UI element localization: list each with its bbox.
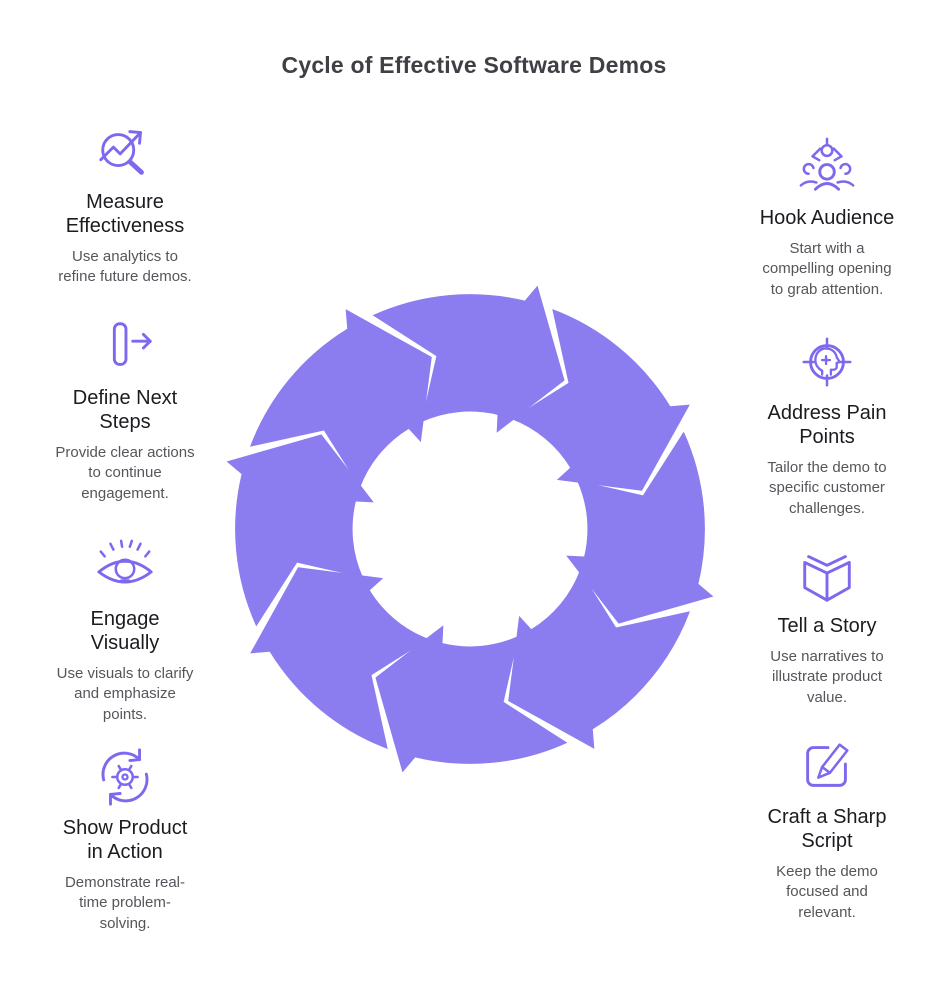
step-title: Show Product in Action <box>62 817 188 863</box>
cycle-arrow-segment <box>508 570 691 749</box>
step-title: Address Pain Points <box>767 402 887 448</box>
step-define-next-steps: Define Next Steps Provide clear actions … <box>25 316 225 504</box>
claw-audience-icon <box>796 136 858 198</box>
step-description: Provide clear actions to continue engage… <box>55 444 195 502</box>
pencil-script-icon <box>796 735 858 797</box>
gear-refresh-icon <box>94 746 156 808</box>
cycle-arrow-segment <box>250 567 429 750</box>
step-description: Use visuals to clarify and emphasize poi… <box>56 665 194 723</box>
target-head-icon <box>796 331 858 393</box>
cycle-arrow-segment <box>372 285 565 433</box>
step-title: Tell a Story <box>777 615 877 637</box>
cycle-arrow-segment <box>566 431 714 624</box>
open-book-icon <box>796 544 858 606</box>
analytics-magnifier-icon <box>94 120 156 182</box>
step-hook-audience: Hook Audience Start with a compelling op… <box>727 136 927 300</box>
cycle-arrow-segment <box>375 625 568 773</box>
step-craft-a-sharp-script: Craft a Sharp Script Keep the demo focus… <box>727 735 927 923</box>
step-description: Tailor the demo to specific customer cha… <box>767 459 887 517</box>
step-title: Measure Effectiveness <box>65 191 185 237</box>
page-title: Cycle of Effective Software Demos <box>281 52 667 78</box>
step-title: Craft a Sharp Script <box>767 806 887 852</box>
step-title: Hook Audience <box>759 207 895 229</box>
step-description: Keep the demo focused and relevant. <box>776 863 878 921</box>
cycle-arrow-segment <box>511 308 690 491</box>
step-description: Start with a compelling opening to grab … <box>762 240 892 298</box>
step-description: Use analytics to refine future demos. <box>58 248 192 286</box>
step-show-product-in-action: Show Product in Action Demonstrate real-… <box>25 746 225 934</box>
next-step-arrow-icon <box>94 316 156 378</box>
eye-lightbulb-icon <box>94 537 156 599</box>
step-title: Define Next Steps <box>72 387 178 433</box>
step-description: Demonstrate real- time problem- solving. <box>64 874 186 932</box>
step-tell-a-story: Tell a Story Use narratives to illustrat… <box>727 544 927 708</box>
step-title: Engage Visually <box>90 608 160 654</box>
cycle-arrows-graphic <box>226 285 714 773</box>
cycle-arrow-segment <box>226 434 374 627</box>
step-engage-visually: Engage Visually Use visuals to clarify a… <box>25 537 225 725</box>
step-measure-effectiveness: Measure Effectiveness Use analytics to r… <box>25 120 225 288</box>
cycle-arrow-segment <box>249 309 432 488</box>
step-address-pain-points: Address Pain Points Tailor the demo to s… <box>727 331 927 519</box>
step-description: Use narratives to illustrate product val… <box>770 648 884 706</box>
